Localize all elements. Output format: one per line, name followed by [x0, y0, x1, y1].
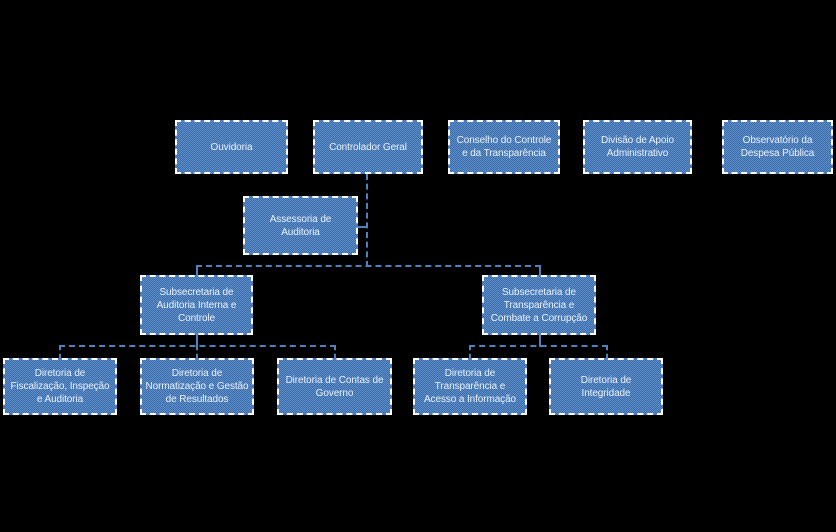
org-node-observatorio-despesa: Observatório da Despesa Pública: [722, 120, 833, 174]
org-node-diretoria-fiscalizacao: Diretoria de Fiscalização, Inspeção e Au…: [3, 358, 117, 415]
org-node-divisao-apoio: Divisão de Apoio Administrativo: [583, 120, 692, 174]
org-node-diretoria-transparencia: Diretoria de Transparência e Acesso a In…: [413, 358, 527, 415]
org-node-label: Divisão de Apoio Administrativo: [601, 135, 674, 159]
org-node-ouvidoria: Ouvidoria: [175, 120, 288, 174]
org-node-controlador-geral: Controlador Geral: [313, 120, 423, 174]
connector-diretoria-transparencia-drop: [469, 345, 471, 359]
org-node-diretoria-contas: Diretoria de Contas de Governo: [277, 358, 392, 415]
org-node-label: Assessoria de Auditoria: [269, 213, 332, 238]
connector-assessoria-stub: [357, 226, 367, 228]
connector-diretoria-fiscalizacao-drop: [59, 345, 61, 359]
org-node-label: Observatório da Despesa Pública: [740, 135, 815, 159]
org-node-label: Subsecretaria de Auditoria Interna e Con…: [156, 286, 237, 324]
connector-controlador-vertical: [366, 174, 368, 267]
connector-left-branch-stem: [196, 335, 198, 347]
org-node-subsecretaria-transparencia: Subsecretaria de Transparência e Combate…: [482, 275, 596, 335]
org-node-label: Conselho do Controle e da Transparência: [456, 135, 552, 159]
org-node-assessoria-auditoria: Assessoria de Auditoria: [243, 196, 358, 255]
connector-right-branch-stem: [539, 335, 541, 347]
connector-subsecretaria-transparencia-drop: [539, 265, 541, 276]
org-node-subsecretaria-auditoria: Subsecretaria de Auditoria Interna e Con…: [140, 275, 253, 335]
org-node-label: Diretoria de Fiscalização, Inspeção e Au…: [10, 368, 110, 405]
org-node-label: Diretoria de Transparência e Acesso a In…: [423, 368, 517, 405]
connector-subsecretarias-horizontal: [196, 265, 541, 267]
connector-diretoria-contas-drop: [334, 345, 336, 359]
org-node-diretoria-integridade: Diretoria de Integridade: [549, 358, 663, 415]
connector-diretoria-normatizacao-drop: [196, 345, 198, 359]
org-node-label: Subsecretaria de Transparência e Combate…: [490, 286, 588, 324]
connector-right-branch-horizontal: [469, 345, 608, 347]
connector-subsecretaria-auditoria-drop: [196, 265, 198, 276]
org-node-label: Ouvidoria: [210, 141, 253, 153]
org-node-label: Diretoria de Contas de Governo: [285, 374, 384, 399]
org-node-label: Diretoria de Integridade: [580, 374, 632, 399]
org-node-conselho-controle: Conselho do Controle e da Transparência: [448, 120, 560, 174]
org-node-label: Diretoria de Normatização e Gestão de Re…: [145, 368, 249, 405]
connector-diretoria-integridade-drop: [606, 345, 608, 359]
org-node-label: Controlador Geral: [329, 141, 407, 153]
org-node-diretoria-normatizacao: Diretoria de Normatização e Gestão de Re…: [140, 358, 254, 415]
